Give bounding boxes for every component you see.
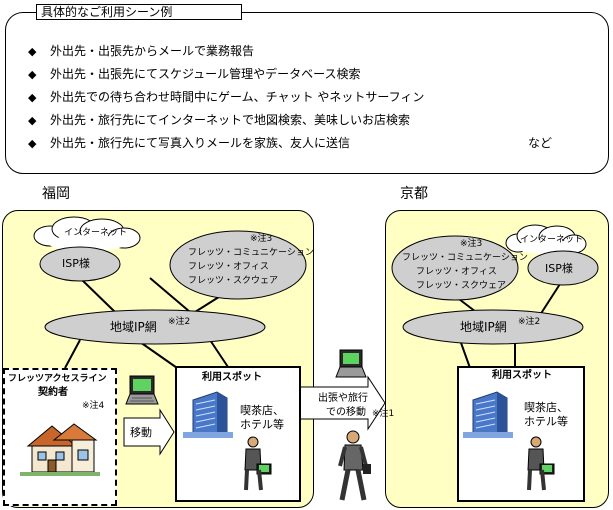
building-icon (183, 391, 233, 438)
laptop-icon (335, 349, 367, 378)
travel-note: ※注1 (372, 409, 395, 419)
spot-place-kyoto: 喫茶店、 (524, 401, 568, 414)
diamond-bullet-icon: ◆ (28, 68, 37, 81)
flets-note-kyoto: ※注3 (460, 239, 483, 249)
regional-ip-label-kyoto: 地域IP網 (460, 320, 507, 334)
laptop-icon (125, 375, 159, 405)
diamond-bullet-icon: ◆ (28, 91, 37, 104)
scene-etc: など (528, 136, 553, 150)
scene-item: 外出先・旅行先にてインターネットで地図検索、美味しいお店検索 (50, 113, 411, 127)
house-icon (20, 423, 100, 476)
isp-ellipse-kyoto (527, 250, 599, 286)
isp-label-fukuoka: ISP様 (62, 257, 90, 270)
walking-businessman-icon (338, 430, 371, 501)
diamond-bullet-icon: ◆ (28, 114, 37, 127)
building-icon (463, 391, 513, 438)
internet-cloud-fukuoka (33, 216, 141, 251)
spot-place-fukuoka: ホテル等 (240, 418, 284, 431)
spot-place-fukuoka: 喫茶店、 (240, 404, 284, 417)
contractor-sub: 契約者 (38, 387, 68, 398)
regional-ip-label-fukuoka: 地域IP網 (110, 320, 157, 334)
businessman-icon (244, 436, 272, 491)
isp-label-kyoto: ISP様 (545, 262, 573, 275)
move-label: 移動 (130, 426, 152, 439)
flets-service: フレッツ・オフィス (416, 267, 497, 277)
businessman-icon (527, 436, 555, 491)
spot-title-kyoto: 利用スポット (492, 370, 552, 381)
flets-service: フレッツ・スクウェア (416, 281, 507, 291)
contractor-title: フレッツアクセスライン (8, 374, 107, 384)
diamond-bullet-icon: ◆ (28, 137, 37, 150)
regional-ip-ellipse-kyoto (402, 309, 584, 345)
flets-ellipse-kyoto (391, 235, 519, 301)
travel-label: 出張や旅行 (318, 393, 368, 404)
scene-item: 外出先・旅行先にて写真入りメールを家族、友人に送信 (50, 136, 351, 150)
flets-ellipse-fukuoka (169, 230, 307, 300)
flets-service: フレッツ・コミュニケーション (188, 248, 314, 258)
flets-service: フレッツ・コミュニケーション (402, 253, 528, 263)
city-label-fukuoka: 福岡 (42, 186, 70, 202)
flets-service: フレッツ・オフィス (188, 262, 269, 272)
internet-label-fukuoka: インターネット (64, 228, 128, 238)
internet-label-kyoto: インターネット (520, 235, 584, 245)
contractor-note: ※注4 (82, 401, 105, 411)
flets-service: フレッツ・スクウェア (188, 276, 279, 286)
scenes-title: 具体的なご利用シーン例 (36, 4, 242, 20)
spot-place-kyoto: ホテル等 (524, 415, 568, 428)
diamond-bullet-icon: ◆ (28, 45, 37, 58)
travel-arrow-shape (299, 375, 386, 431)
city-label-kyoto: 京都 (400, 186, 428, 202)
scene-item: 外出先・出張先にてスケジュール管理やデータベース検索 (50, 67, 361, 81)
spot-title-fukuoka: 利用スポット (202, 372, 262, 383)
move-arrow-shape (123, 408, 175, 456)
scene-item: 外出先・出張先からメールで業務報告 (50, 44, 255, 58)
scene-item: 外出先での待ち合わせ時間中にゲーム、チャット やネットサーフィン (50, 90, 425, 104)
internet-cloud-kyoto (505, 224, 587, 254)
travel-label: での移動 (326, 407, 366, 418)
regional-ip-note-kyoto: ※注2 (518, 317, 541, 327)
flets-note-fukuoka: ※注3 (250, 234, 273, 244)
isp-ellipse-fukuoka (39, 246, 121, 282)
scenes-box (5, 12, 609, 174)
regional-ip-ellipse-fukuoka (44, 309, 266, 345)
regional-ip-note-fukuoka: ※注2 (168, 317, 191, 327)
